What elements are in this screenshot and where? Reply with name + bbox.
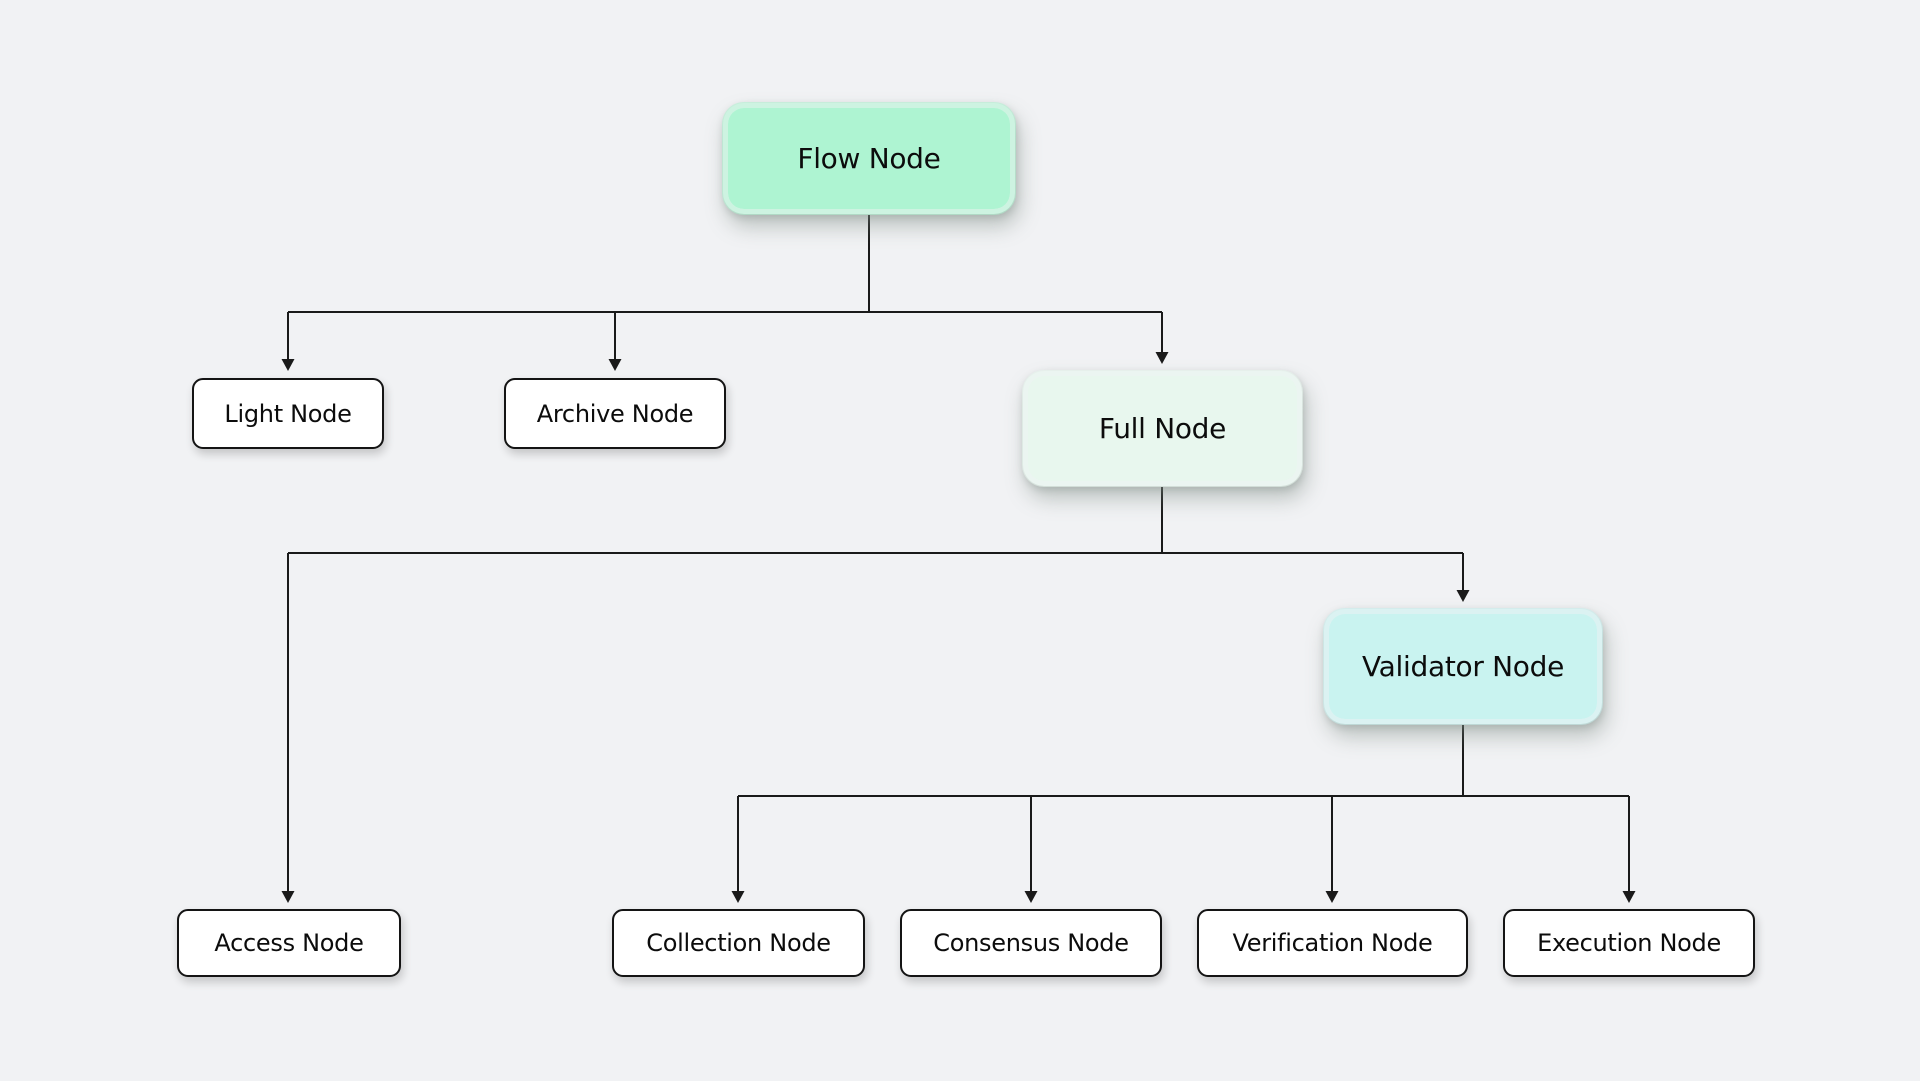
node-full: Full Node — [1022, 370, 1303, 487]
node-flow: Flow Node — [722, 102, 1016, 215]
arrowhead-full — [1155, 352, 1169, 364]
arrowhead-verification — [1325, 891, 1339, 903]
node-collection: Collection Node — [612, 909, 865, 977]
node-light: Light Node — [192, 378, 384, 449]
node-consensus: Consensus Node — [900, 909, 1162, 977]
arrowhead-execution — [1622, 891, 1636, 903]
arrowhead-validator — [1456, 590, 1470, 602]
node-full-label: Full Node — [1098, 412, 1227, 445]
node-access: Access Node — [177, 909, 401, 977]
arrowhead-archive — [608, 359, 622, 371]
node-flow-label: Flow Node — [797, 142, 941, 175]
node-collection-label: Collection Node — [646, 929, 831, 957]
node-validator-label: Validator Node — [1361, 650, 1565, 683]
node-verification: Verification Node — [1197, 909, 1468, 977]
node-consensus-label: Consensus Node — [933, 929, 1129, 957]
node-execution-label: Execution Node — [1537, 929, 1721, 957]
arrowhead-light — [281, 359, 295, 371]
arrowhead-consensus — [1024, 891, 1038, 903]
node-access-label: Access Node — [214, 929, 364, 957]
node-validator: Validator Node — [1323, 608, 1603, 725]
arrowhead-collection — [731, 891, 745, 903]
node-archive-label: Archive Node — [536, 399, 694, 428]
node-light-label: Light Node — [224, 399, 352, 428]
node-execution: Execution Node — [1503, 909, 1755, 977]
arrowhead-access — [281, 891, 295, 903]
node-archive: Archive Node — [504, 378, 726, 449]
node-verification-label: Verification Node — [1232, 929, 1433, 957]
